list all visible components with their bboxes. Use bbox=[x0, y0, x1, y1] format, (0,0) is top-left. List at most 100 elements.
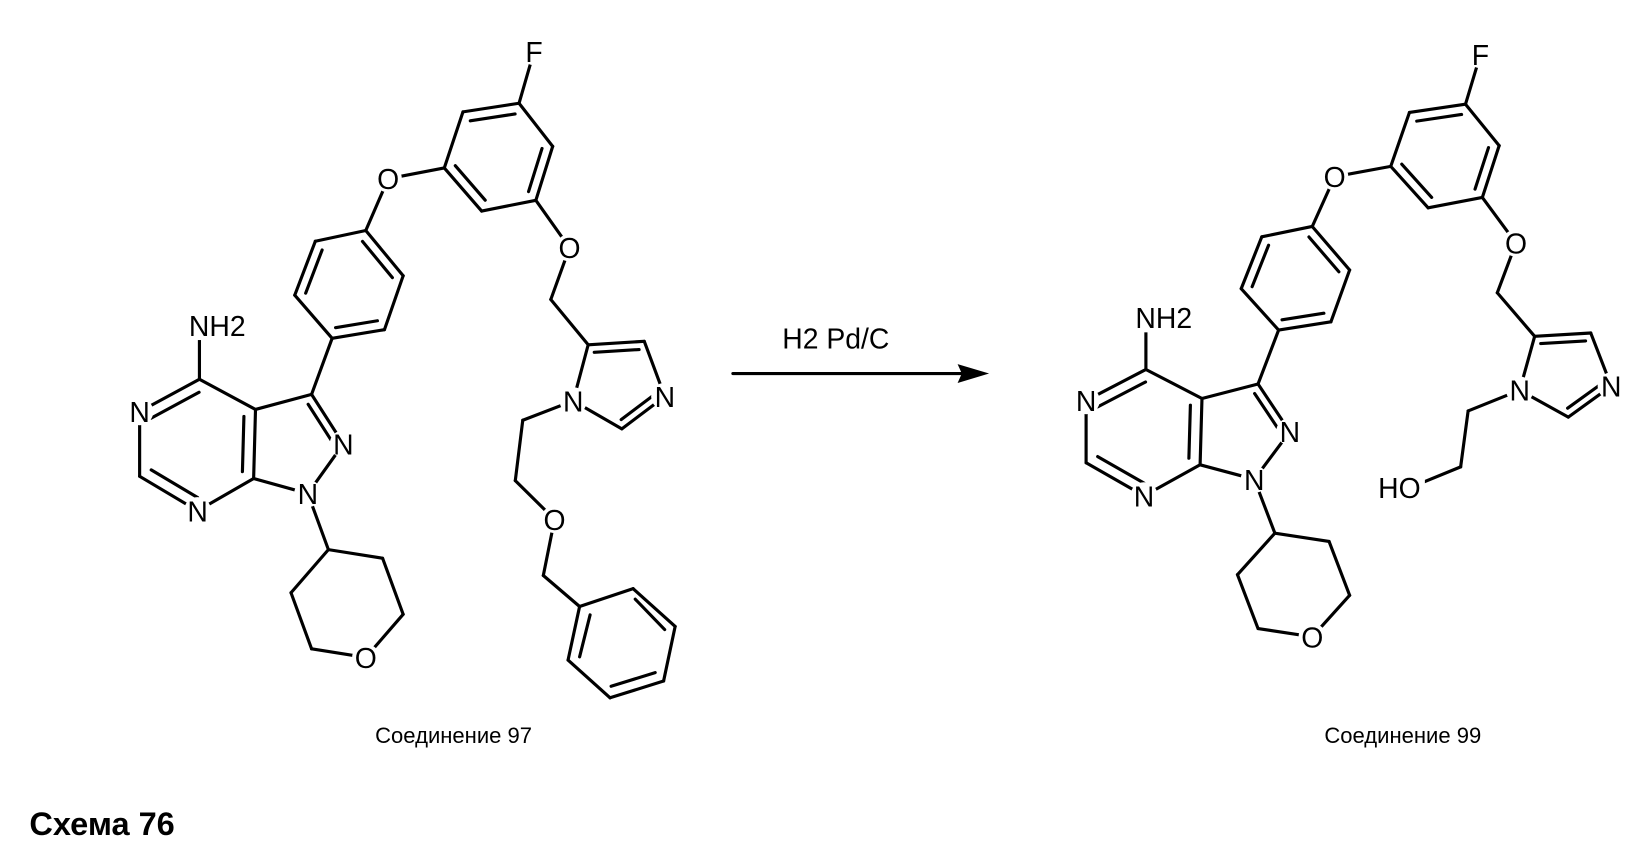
compound-97-atom-label: N bbox=[563, 386, 583, 418]
compound-97-atom-label: O bbox=[558, 233, 580, 265]
benzyl-ring-bond bbox=[608, 679, 666, 700]
compound-97-atom-label: N bbox=[655, 382, 675, 414]
compound-99-double-bond bbox=[1539, 339, 1588, 346]
reaction-arrow: H2 Pd/C bbox=[731, 323, 990, 384]
compound-99-bond bbox=[1495, 291, 1537, 338]
label-mask bbox=[520, 37, 548, 66]
compound-97-bond bbox=[480, 198, 538, 213]
label-mask bbox=[1597, 372, 1625, 400]
compound-97-bond bbox=[289, 591, 314, 651]
compound-97-caption: Соединение 97 bbox=[375, 723, 532, 748]
compound-97-bond bbox=[313, 228, 368, 243]
arrow-head-icon bbox=[957, 364, 990, 384]
benzyl-ring-bond bbox=[631, 587, 677, 629]
compound-97-bond bbox=[289, 548, 330, 595]
compound-97-bond bbox=[442, 166, 484, 213]
scheme-title: Схема 76 bbox=[29, 806, 174, 842]
label-mask bbox=[329, 430, 357, 458]
compound-97-atom-label: F bbox=[525, 37, 542, 69]
label-mask bbox=[1321, 163, 1349, 191]
label-mask bbox=[125, 397, 154, 426]
compound-99-double-bond bbox=[1473, 146, 1491, 191]
compound-97-double-bond bbox=[240, 414, 246, 474]
compound-99-atom-label: N bbox=[1280, 417, 1300, 449]
compound-97-atom-label: N bbox=[187, 496, 207, 528]
compound-97-double-bond bbox=[149, 468, 200, 500]
compound-99-bond bbox=[1329, 268, 1352, 324]
compound-99-atom-label: N bbox=[1134, 481, 1154, 513]
compound-99-double-bond bbox=[1250, 243, 1271, 289]
compound-97-atom-label: N bbox=[333, 429, 353, 461]
compound-97-double-bond bbox=[526, 146, 544, 194]
compound-97-double-bond bbox=[619, 392, 658, 422]
compound-99-atom-label: N bbox=[1076, 386, 1096, 418]
benzyl-ring-bond bbox=[566, 604, 582, 662]
compound-97-bond bbox=[461, 101, 521, 114]
compound-99-bond bbox=[1407, 102, 1468, 115]
compound-99-double-bond bbox=[1400, 162, 1434, 199]
label-mask bbox=[651, 382, 679, 411]
compound-97-atom-label: NH2 bbox=[189, 311, 246, 343]
compound-97-atom-label: N bbox=[298, 479, 318, 511]
compound-99-bond bbox=[1480, 144, 1501, 200]
compound-99-bond bbox=[1198, 396, 1204, 467]
compound-97-bond bbox=[534, 144, 555, 202]
label-mask bbox=[1466, 40, 1495, 69]
compound-97-double-bond bbox=[304, 248, 324, 295]
label-mask bbox=[1298, 623, 1326, 651]
compound-97-bond bbox=[513, 418, 525, 483]
compound-99-bond bbox=[1235, 531, 1277, 577]
label-mask bbox=[1133, 302, 1193, 333]
compound-97-double-bond bbox=[360, 239, 394, 280]
compound-97-bond bbox=[382, 274, 405, 332]
label-mask bbox=[559, 387, 587, 415]
compound-97-double-bond bbox=[592, 347, 641, 354]
compound-99-atom-label: NH2 bbox=[1135, 303, 1192, 335]
compound-97-double-bond bbox=[333, 319, 380, 330]
benzyl-ring-bond bbox=[662, 624, 677, 683]
label-mask bbox=[1276, 417, 1304, 446]
compound-97-atom-label: O bbox=[544, 505, 566, 537]
compound-97-bond bbox=[197, 377, 258, 412]
compound-97-bond bbox=[293, 293, 334, 340]
compound-99-atom-label: N bbox=[1509, 376, 1529, 408]
compound-99-double-bond bbox=[1096, 455, 1146, 485]
compound-99-atom-label: O bbox=[1301, 622, 1323, 654]
compound-99-double-bond bbox=[1566, 381, 1604, 410]
compound-99-bond bbox=[1256, 328, 1281, 386]
compound-97-bond bbox=[586, 339, 646, 347]
label-mask bbox=[183, 497, 212, 525]
compound-97-double-bond bbox=[149, 390, 201, 420]
compound-99-bond bbox=[1235, 573, 1260, 631]
compound-99-double-bond bbox=[1280, 311, 1326, 322]
compound-99-double-bond bbox=[1415, 112, 1464, 123]
label-mask bbox=[1506, 376, 1534, 404]
compound-99-double-bond bbox=[1187, 403, 1192, 460]
compound-97-double-bond bbox=[468, 112, 517, 123]
compound-97-atom-label: N bbox=[129, 397, 149, 429]
label-mask bbox=[374, 165, 402, 193]
label-mask bbox=[1130, 482, 1158, 510]
label-mask bbox=[540, 505, 569, 534]
compound-97-bond bbox=[549, 297, 590, 347]
label-mask bbox=[186, 310, 246, 341]
compound-99-double-bond bbox=[1253, 391, 1282, 434]
benzyl-double-bond bbox=[633, 597, 667, 632]
compound-99-bond bbox=[1277, 320, 1333, 332]
compound-97-double-bond bbox=[453, 164, 487, 202]
compound-97-bond bbox=[253, 392, 314, 412]
compound-99-bond bbox=[1327, 539, 1352, 597]
compound-97-double-bond bbox=[306, 402, 336, 446]
label-mask bbox=[1382, 472, 1425, 503]
label-mask bbox=[1072, 386, 1100, 415]
compound-99-atom-label: N bbox=[1244, 465, 1264, 497]
compound-97-bond bbox=[364, 228, 405, 278]
compound-99-bond bbox=[1389, 110, 1412, 168]
compound-99-bond bbox=[1260, 224, 1314, 239]
compound-97-bond bbox=[381, 556, 405, 616]
compound-99-bond bbox=[1200, 382, 1260, 401]
compound-99-bond bbox=[1463, 102, 1501, 148]
